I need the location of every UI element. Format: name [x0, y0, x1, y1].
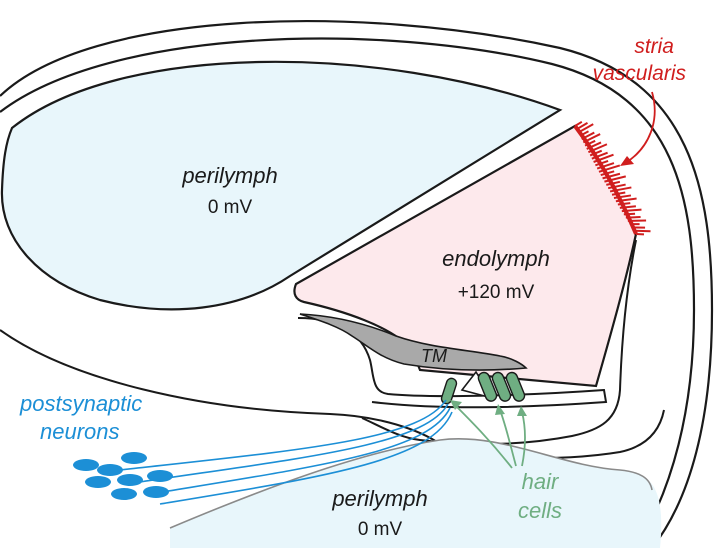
stria-bristle — [591, 151, 608, 160]
outer-wall-outer — [0, 20, 714, 548]
stria-bristle — [607, 183, 626, 190]
stria-bristle — [604, 175, 627, 183]
outer-hair-cell-3 — [505, 371, 526, 402]
stria-bristle — [598, 164, 621, 173]
endolymph-label: endolymph — [442, 246, 550, 271]
hair-arrow-1-head — [450, 400, 462, 410]
outer-hair-cell-2 — [491, 371, 512, 402]
tectorial-membrane — [299, 313, 528, 371]
neuron-fiber-1 — [119, 399, 447, 471]
stria-label-line2: vascularis — [593, 62, 687, 85]
hair-cell-arrows — [450, 400, 527, 469]
neuron-body — [117, 474, 143, 486]
postsynaptic-label-line2: neurons — [40, 419, 120, 444]
neuron-body — [85, 476, 111, 488]
neuron-fibers — [119, 399, 453, 505]
stria-arrowhead — [620, 156, 634, 166]
neuron-body — [121, 452, 147, 464]
perilymph-upper-chamber — [0, 60, 563, 311]
stria-vascularis — [573, 120, 651, 236]
lower-duct-outline — [0, 329, 665, 460]
neuron-body — [73, 459, 99, 471]
perilymph-top-label: perilymph — [181, 163, 277, 188]
stria-label-line1: stria — [634, 35, 674, 58]
stria-base — [573, 124, 638, 235]
neuron-body — [111, 488, 137, 500]
neuron-body — [143, 486, 169, 498]
hair-arrow-2-head — [495, 404, 505, 415]
neuron-fiber-3 — [149, 407, 451, 495]
hair-cells-label-line2: cells — [518, 498, 562, 523]
spiral-ligament-wall — [361, 239, 637, 446]
hair-cells-group — [440, 371, 526, 405]
neuron-fiber-4 — [159, 411, 453, 505]
inner-hair-cell — [440, 377, 458, 405]
basilar-membrane-line — [297, 317, 608, 409]
perilymph-lower-chamber — [170, 438, 662, 548]
outer-wall-inner — [0, 37, 696, 548]
perilymph-lower-outline — [169, 438, 653, 529]
perilymph-top-value: 0 mV — [208, 197, 253, 218]
stria-arrow — [623, 91, 656, 165]
perilymph-bottom-value: 0 mV — [358, 519, 403, 540]
neuron-fiber-2 — [139, 403, 449, 483]
stria-bristle — [602, 172, 621, 180]
neuron-cell-bodies — [73, 452, 173, 500]
stria-bristle — [596, 162, 615, 170]
endolymph-value: +120 mV — [458, 282, 535, 303]
hair-cells-label-line1: hair — [522, 469, 560, 494]
perilymph-bottom-label: perilymph — [331, 486, 427, 511]
hair-arrow-3-head — [517, 406, 527, 416]
neuron-body — [147, 470, 173, 482]
stria-bristle — [613, 194, 632, 199]
outer-hair-cell-1 — [477, 371, 498, 402]
hair-arrow-1 — [453, 403, 513, 469]
postsynaptic-label-line1: postsynaptic — [19, 391, 142, 416]
hair-arrow-3 — [521, 411, 526, 467]
neuron-body — [97, 464, 123, 476]
tm-label: TM — [421, 346, 447, 366]
